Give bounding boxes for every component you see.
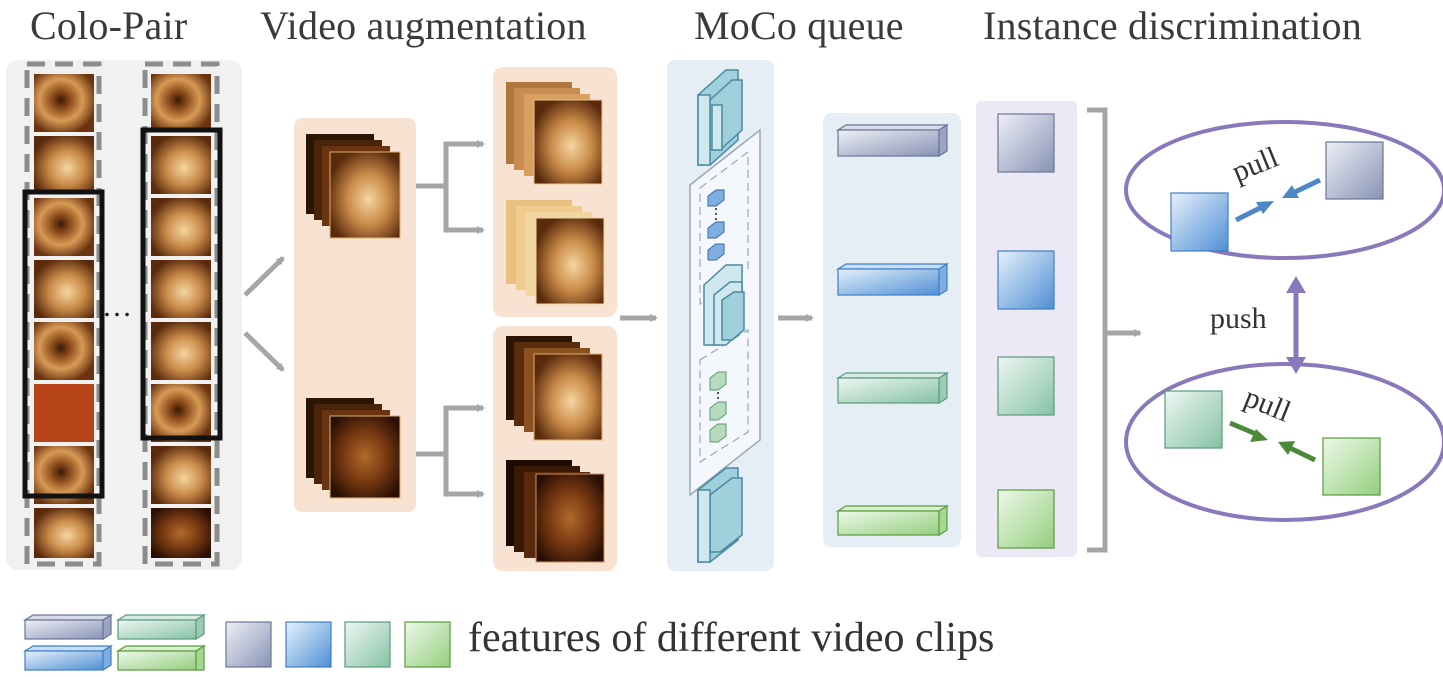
legend-text: features of different video clips (468, 615, 995, 661)
legend-square-3 (344, 621, 391, 668)
moco-queue-title: MoCo queue (694, 3, 904, 48)
pull-arrows-top (1234, 177, 1322, 223)
push-label: push (1210, 302, 1267, 335)
legend-square-4 (404, 621, 451, 668)
right-sequence-dashed-box (142, 61, 220, 567)
branch-arrows-top (416, 140, 485, 234)
branch-arrows-bottom (416, 404, 485, 498)
pull-arrows-bottom (1229, 420, 1317, 463)
legend-bar-2 (22, 644, 114, 672)
disc-square-3 (997, 356, 1055, 416)
instance-discrimination-title: Instance discrimination (983, 3, 1362, 48)
disc-square-2 (997, 250, 1055, 310)
colo-to-augment-arrows (243, 256, 285, 372)
queue-feature-1 (835, 123, 950, 158)
discrimination-panel (976, 101, 1077, 557)
pair-bottom-square-right (1322, 437, 1381, 496)
queue-feature-2 (835, 262, 950, 297)
legend-bar-4 (115, 644, 207, 671)
augmented-clip-2 (506, 200, 605, 305)
disc-square-1 (997, 113, 1055, 173)
queue-feature-3 (835, 371, 950, 405)
legend-square-1 (225, 621, 272, 668)
positive-pair-ellipse-top (1124, 120, 1443, 260)
positive-pair-ellipse-bottom (1124, 362, 1443, 522)
source-clip-top (306, 134, 401, 239)
pair-bottom-square-left (1164, 390, 1223, 449)
video-augmentation-title: Video augmentation (260, 3, 587, 48)
colo-pair-right-column (151, 74, 211, 558)
moco-queue-panel (823, 113, 961, 547)
legend-bar-3 (115, 613, 207, 641)
augmented-clip-3 (506, 336, 603, 441)
colo-pair-title: Colo-Pair (30, 3, 188, 48)
grouping-bracket (1087, 107, 1108, 553)
left-clip-box (22, 189, 105, 499)
pair-top-square-left (1170, 192, 1229, 252)
source-clip-bottom (306, 398, 401, 499)
encoder-network (689, 69, 761, 563)
pair-top-square-right (1325, 141, 1384, 200)
colo-pair-left-column (34, 74, 94, 558)
left-sequence-dashed-box (24, 61, 102, 567)
queue-feature-4 (835, 504, 950, 537)
legend-bar-1 (22, 613, 114, 641)
disc-square-4 (997, 489, 1055, 549)
legend-square-2 (285, 621, 332, 668)
augmented-clip-4 (506, 460, 605, 563)
augmented-clip-1 (506, 82, 603, 185)
frames-ellipsis: … (102, 290, 132, 323)
right-clip-box (140, 127, 223, 441)
push-arrow (1286, 276, 1306, 374)
